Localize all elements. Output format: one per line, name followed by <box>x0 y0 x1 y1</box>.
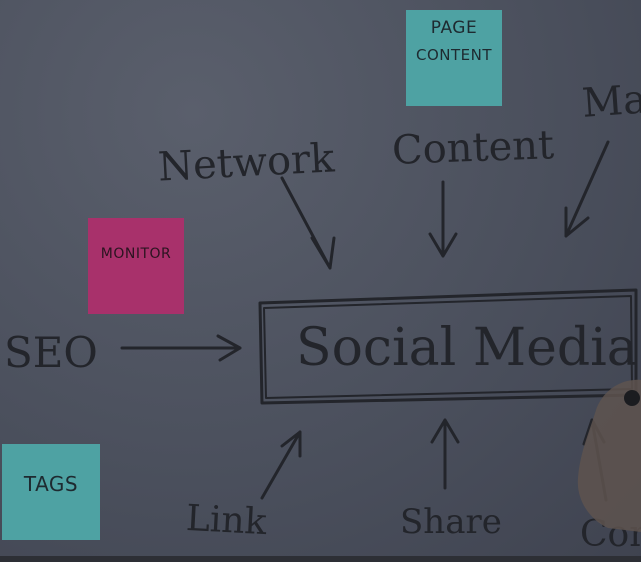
sticky-note-page-content-line2: CONTENT <box>415 46 493 64</box>
word-share: Share <box>400 502 502 542</box>
board-bottom-edge <box>0 556 641 562</box>
arrow-seo <box>120 334 242 362</box>
arrow-network <box>280 176 336 270</box>
sticky-note-tags-label: TAGS <box>23 472 79 496</box>
arrow-marketing <box>564 140 610 238</box>
hand-with-marker <box>577 379 641 532</box>
sticky-note-monitor: MONITOR <box>88 218 184 314</box>
sticky-note-page-content-line1: PAGE <box>430 18 478 38</box>
arrow-share <box>430 418 460 490</box>
arrow-content <box>428 180 458 258</box>
sticky-note-tags: TAGS <box>2 444 100 540</box>
word-seo: SEO <box>4 328 98 377</box>
sticky-note-monitor-label: MONITOR <box>100 246 172 262</box>
arrow-link <box>260 430 302 500</box>
sticky-note-page-content: PAGE CONTENT <box>406 10 502 106</box>
social-media-label: Social Media <box>296 318 638 378</box>
